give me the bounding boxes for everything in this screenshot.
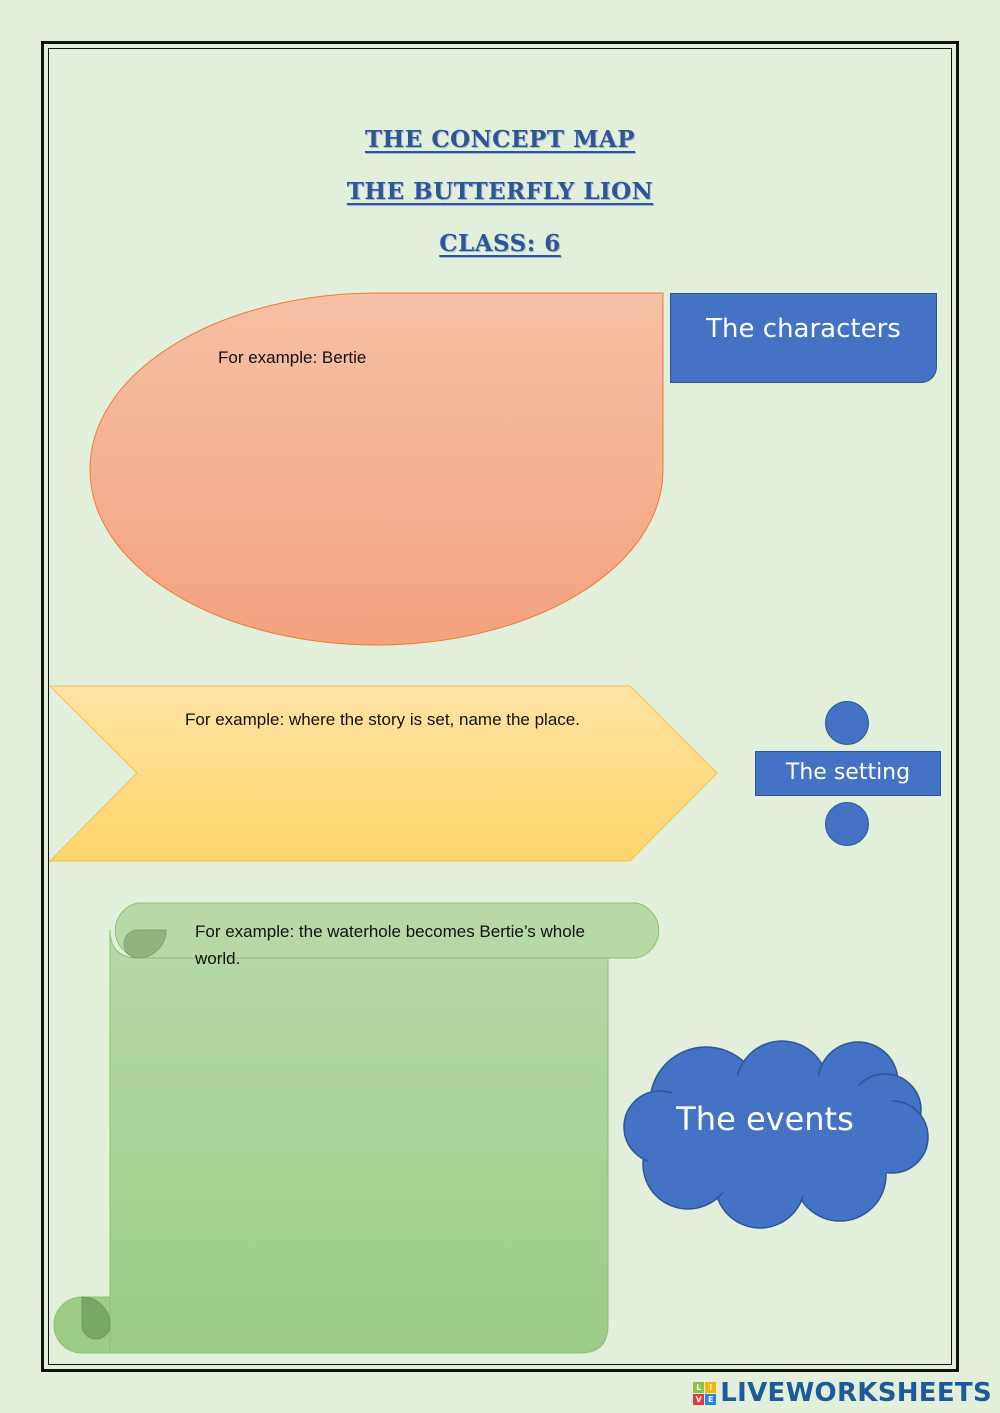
setting-answer-chevron[interactable] — [48, 685, 718, 862]
characters-example-text: For example: Bertie — [218, 348, 367, 367]
logo-text: LIVEWORKSHEETS — [720, 1378, 992, 1408]
events-answer-scroll[interactable] — [53, 902, 660, 1354]
liveworksheets-logo: L I V E LIVEWORKSHEETS — [693, 1377, 992, 1409]
setting-label: The setting — [785, 760, 911, 785]
setting-bottom-dot — [825, 802, 869, 846]
characters-answer-teardrop[interactable] — [89, 292, 664, 646]
logo-badge-icon: L I V E — [693, 1381, 717, 1405]
events-example-text: For example: the waterhole becomes Berti… — [195, 922, 585, 968]
events-label: The events — [676, 1100, 854, 1138]
setting-label-box: The setting — [755, 751, 941, 796]
setting-top-dot — [825, 701, 869, 745]
setting-example-text: For example: where the story is set, nam… — [185, 710, 580, 729]
title-book-name: The Butterfly Lion — [346, 178, 654, 205]
title-concept-map: The concept map — [364, 126, 636, 153]
characters-label-box: The characters — [670, 293, 937, 383]
events-cloud-shape — [623, 1040, 929, 1229]
characters-label: The characters — [706, 314, 901, 344]
page-border — [41, 41, 959, 1372]
title-class: Class: 6 — [439, 230, 561, 257]
